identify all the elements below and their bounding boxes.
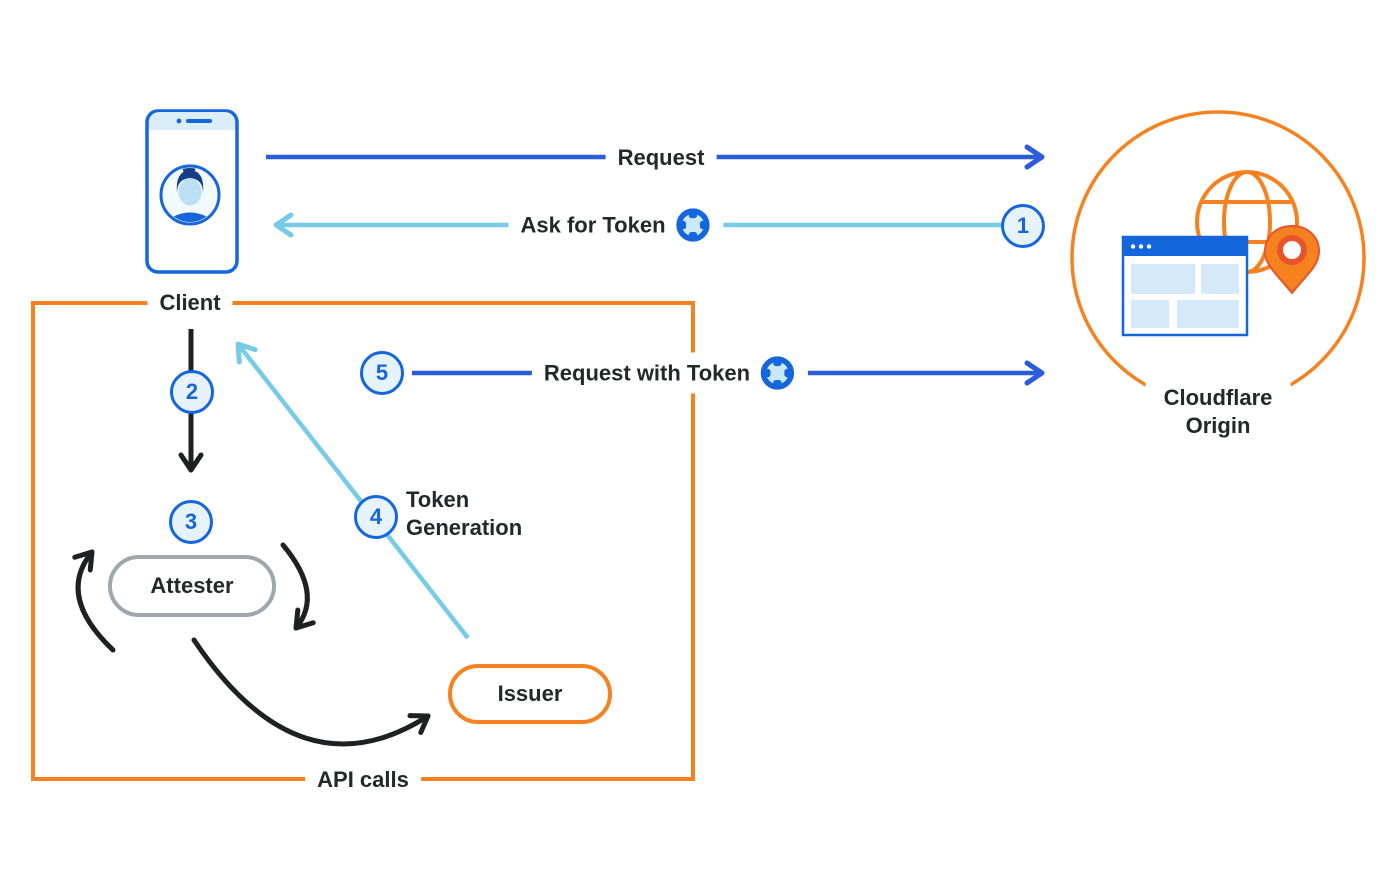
user-avatar-icon (159, 164, 221, 226)
request-label: Request (605, 143, 717, 173)
ask-for-token-label-group: Ask for Token (508, 204, 724, 246)
token-icon (760, 356, 795, 390)
step-badge-1: 1 (1001, 204, 1045, 248)
cloudflare-origin-line2: Origin (1185, 413, 1251, 438)
attester-pill: Attester (108, 555, 276, 617)
attester-to-issuer-arrow (191, 637, 431, 747)
token-icon (676, 208, 710, 242)
token-generation-line1: Token (406, 487, 470, 512)
token-generation-line2: Generation (406, 515, 523, 540)
api-calls-label: API calls (305, 765, 421, 795)
request-with-token-label: Request with Token (543, 360, 751, 385)
step-badge-5: 5 (360, 351, 404, 395)
issuer-pill: Issuer (448, 664, 612, 724)
client-label: Client (147, 288, 233, 318)
browser-window-icon (1121, 235, 1249, 337)
step-badge-2: 2 (170, 370, 214, 414)
ask-for-token-label: Ask for Token (520, 212, 666, 237)
attester-label: Attester (150, 573, 234, 598)
location-pin-icon (1263, 224, 1321, 295)
cloudflare-origin-label: Cloudflare Origin (1145, 381, 1291, 443)
token-generation-label: Token Generation (406, 486, 522, 542)
issuer-label: Issuer (497, 681, 563, 706)
cloudflare-origin-node (1070, 110, 1366, 406)
phone-icon (145, 109, 239, 274)
attester-loop-arrow-right (280, 542, 316, 631)
step-badge-3: 3 (169, 500, 213, 544)
cloudflare-origin-line1: Cloudflare (1163, 385, 1273, 410)
step-badge-4: 4 (354, 495, 398, 539)
attester-loop-arrow-left (72, 549, 116, 653)
request-with-token-label-group: Request with Token (531, 352, 809, 394)
token-generation-arrow (235, 341, 470, 640)
